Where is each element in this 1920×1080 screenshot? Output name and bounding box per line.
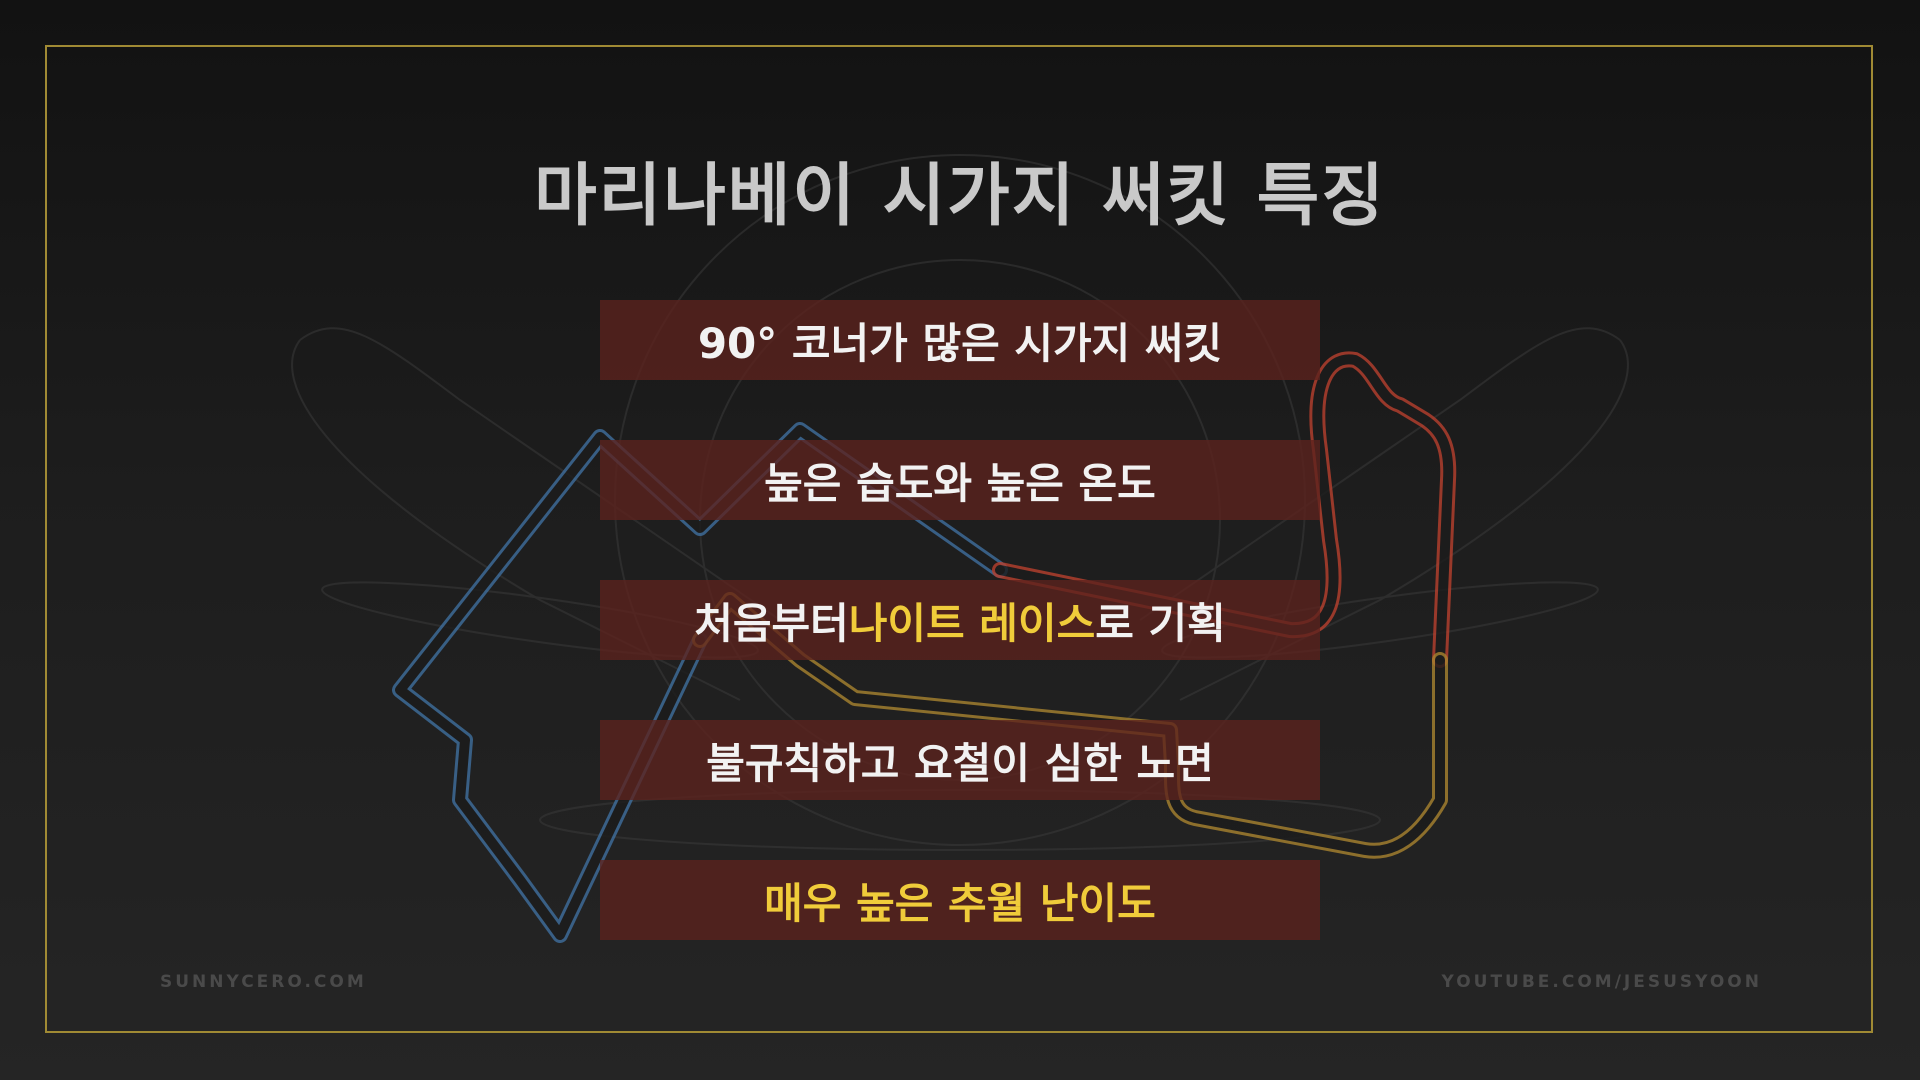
slide-frame (45, 45, 1873, 1033)
feature-text: 높은 습도와 높은 온도 (764, 458, 1156, 508)
feature-highlight-text: 매우 높은 추월 난이도 (764, 878, 1156, 928)
footer-website: SUNNYCERO.COM (160, 972, 367, 992)
feature-text: 90° 코너가 많은 시가지 써킷 (697, 318, 1223, 368)
feature-list: 90° 코너가 많은 시가지 써킷 높은 습도와 높은 온도 처음부터 나이트 … (600, 300, 1320, 1000)
feature-item: 높은 습도와 높은 온도 (600, 440, 1320, 520)
feature-item: 매우 높은 추월 난이도 (600, 860, 1320, 940)
slide-title: 마리나베이 시가지 써킷 특징 (534, 157, 1386, 236)
feature-text: 로 기획 (1095, 598, 1226, 648)
feature-highlight-text: 나이트 레이스 (848, 598, 1096, 648)
feature-text: 불규칙하고 요철이 심한 노면 (706, 738, 1214, 788)
feature-item: 90° 코너가 많은 시가지 써킷 (600, 300, 1320, 380)
footer-youtube: YOUTUBE.COM/JESUSYOON (1441, 972, 1762, 992)
feature-text: 처음부터 (694, 598, 849, 648)
feature-item: 불규칙하고 요철이 심한 노면 (600, 720, 1320, 800)
